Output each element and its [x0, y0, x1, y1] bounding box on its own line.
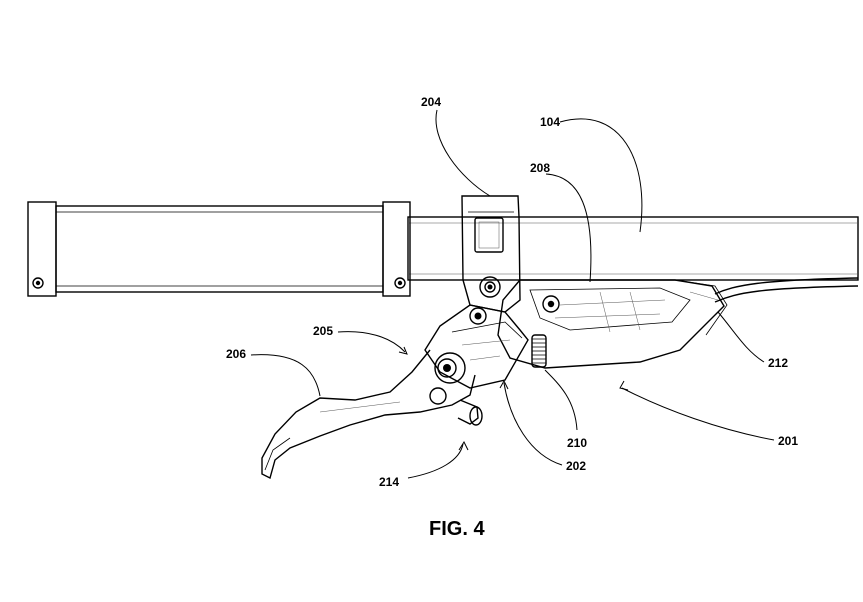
- ref-201: 201: [778, 434, 798, 448]
- contact-adjust-knob: [531, 334, 547, 368]
- lever-pivot: [429, 352, 466, 405]
- clamp-bolt-upper: [479, 276, 501, 298]
- reservoir-screw: [542, 295, 560, 313]
- ref-212: 212: [768, 356, 788, 370]
- grip: [27, 201, 411, 297]
- ref-205: 205: [313, 324, 333, 338]
- ref-204: 204: [421, 95, 441, 109]
- reach-adjust-knob: [457, 399, 483, 426]
- ref-214: 214: [379, 475, 399, 489]
- hydraulic-hose: [714, 277, 859, 303]
- ref-104: 104: [540, 115, 560, 129]
- ref-206: 206: [226, 347, 246, 361]
- master-cylinder-body: [497, 279, 728, 369]
- grip-clamp-bolt-left: [32, 277, 44, 289]
- ref-208: 208: [530, 161, 550, 175]
- ref-210: 210: [567, 436, 587, 450]
- brake-lever: [261, 349, 476, 480]
- figure-caption: FIG. 4: [429, 518, 485, 540]
- leader-lines: [250, 109, 775, 479]
- lever-housing: [424, 304, 529, 389]
- clamp-bolt-lower: [469, 307, 487, 325]
- ref-202: 202: [566, 459, 586, 473]
- clamp: [461, 195, 521, 325]
- grip-clamp-bolt-right: [394, 277, 406, 289]
